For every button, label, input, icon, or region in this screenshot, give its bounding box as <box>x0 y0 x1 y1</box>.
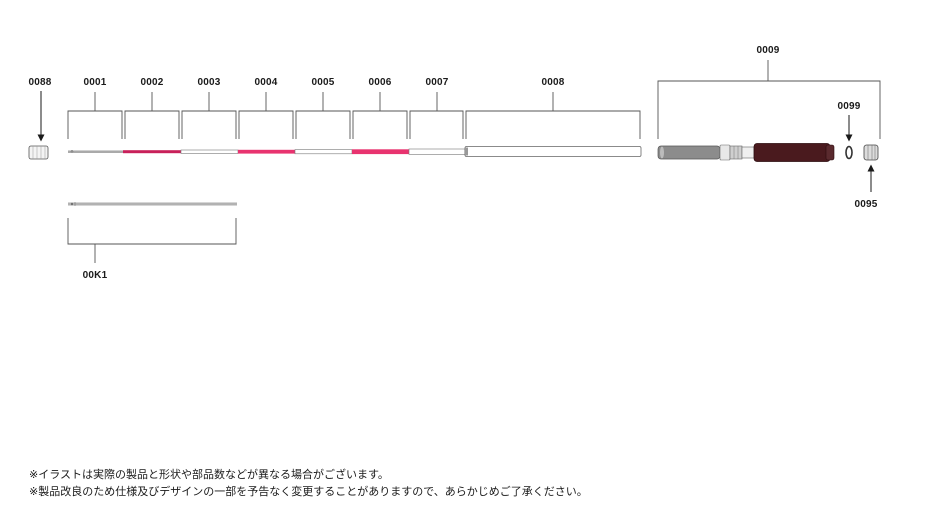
section-0002 <box>123 150 181 154</box>
label-0005: 0005 <box>311 77 335 88</box>
bracket-0001 <box>67 110 123 139</box>
bracket-0005 <box>295 110 351 139</box>
bracket-0007 <box>409 110 464 139</box>
bracket-0009 <box>657 80 881 139</box>
label-0002: 0002 <box>140 77 164 88</box>
disclaimer-notes: ※イラストは実際の製品と形状や部品数などが異なる場合がございます。 ※製品改良の… <box>29 466 588 500</box>
label-0003: 0003 <box>197 77 221 88</box>
section-0008 <box>464 146 642 157</box>
section-0005 <box>294 149 353 155</box>
section-0003 <box>180 149 239 154</box>
label-0006: 0006 <box>368 77 392 88</box>
label-0004: 0004 <box>254 77 278 88</box>
label-00K1: 00K1 <box>82 270 108 281</box>
reel-seat <box>753 143 831 162</box>
label-0008: 0008 <box>541 77 565 88</box>
rear-grip <box>657 145 721 160</box>
label-0099: 0099 <box>837 101 861 112</box>
label-0088: 0088 <box>28 77 52 88</box>
section-0001 <box>68 150 123 153</box>
butt-cap-0095 <box>863 144 879 192</box>
bracket-0006 <box>352 110 408 139</box>
tip-cap-0088 <box>28 91 49 160</box>
bracket-0002 <box>124 110 180 139</box>
section-brackets <box>67 60 881 263</box>
disclaimer-illustration: ※イラストは実際の製品と形状や部品数などが異なる場合がございます。 <box>29 468 389 481</box>
bracket-0004 <box>238 110 294 139</box>
label-0095: 0095 <box>854 199 878 210</box>
rod-sections <box>68 146 642 157</box>
section-0007 <box>408 148 466 155</box>
tip-cap-shape <box>28 145 49 160</box>
label-0009: 0009 <box>756 45 780 56</box>
label-0001: 0001 <box>83 77 107 88</box>
bracket-0003 <box>181 110 237 139</box>
section-0006 <box>352 149 409 155</box>
section-0004 <box>238 149 295 154</box>
ring-0099 <box>845 115 853 160</box>
disclaimer-spec-change: ※製品改良のため仕様及びデザインの一部を予告なく変更することがありますので、あら… <box>29 485 588 498</box>
bracket-0008 <box>465 110 641 139</box>
handle-0009 <box>657 143 835 162</box>
spare-tip-00K1 <box>68 202 237 206</box>
bracket-00K1 <box>67 218 237 245</box>
label-0007: 0007 <box>425 77 449 88</box>
